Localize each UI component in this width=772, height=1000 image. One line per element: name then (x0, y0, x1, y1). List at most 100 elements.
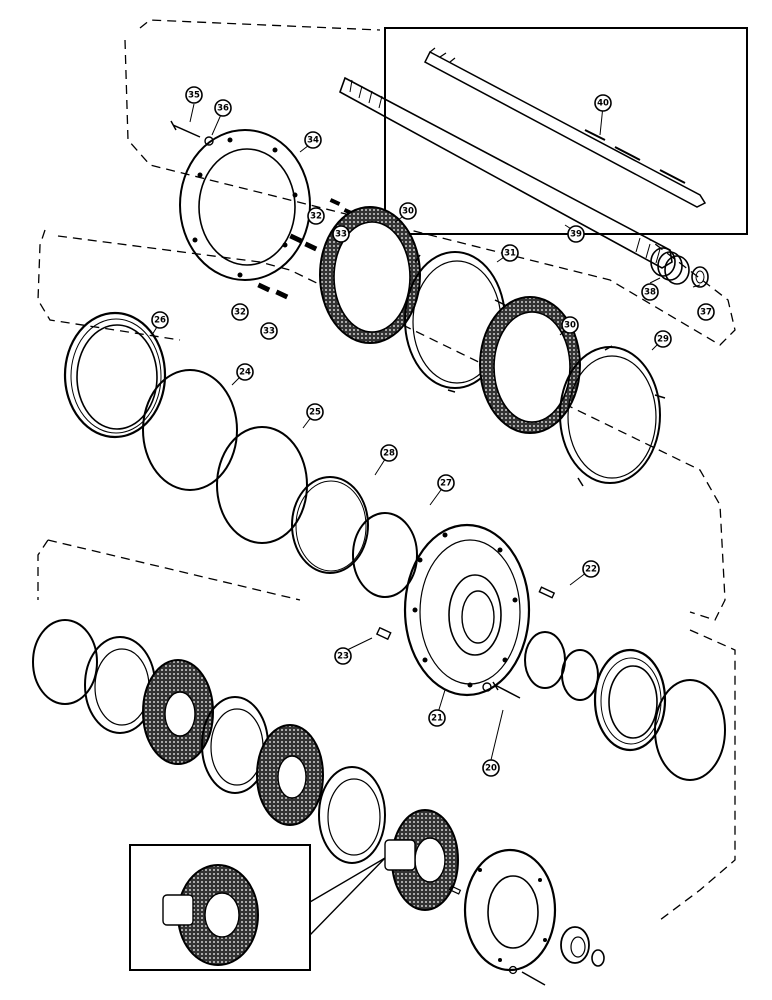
callout-label: 26 (154, 316, 166, 326)
shaft-40 (424, 47, 707, 208)
callout-33: 33 (260, 322, 278, 340)
callout-circle (214, 99, 232, 117)
snap-ring-bottom (591, 949, 605, 967)
callout-circle (437, 474, 455, 492)
callout-circle (306, 403, 324, 421)
steel-plate-bottom-3 (318, 766, 386, 864)
callout-label: 29 (657, 335, 669, 345)
callout-circle (332, 225, 350, 243)
hub-friction-disc-bottom (384, 809, 459, 911)
callout-circle (501, 244, 519, 262)
callout-20: 20 (482, 759, 500, 777)
callout-circle (236, 363, 254, 381)
end-plate-bottom (463, 848, 557, 972)
callout-circle (231, 303, 249, 321)
callout-circle (380, 444, 398, 462)
callout-32: 32 (231, 303, 249, 321)
callout-33: 33 (332, 225, 350, 243)
callout-circle (399, 202, 417, 220)
seal-ring-24 (142, 369, 238, 491)
callout-28: 28 (380, 444, 398, 462)
callout-26: 26 (151, 311, 169, 329)
callout-label: 21 (431, 714, 443, 724)
inset-box-shaft-40 (384, 27, 748, 235)
callout-circle (582, 560, 600, 578)
callout-30: 30 (561, 316, 579, 334)
callout-40: 40 (594, 94, 612, 112)
callout-circle (334, 647, 352, 665)
callout-circle (482, 759, 500, 777)
callout-37: 37 (697, 303, 715, 321)
pin-bottom (448, 885, 462, 895)
seal-ring-small-2 (561, 649, 599, 701)
callout-label: 36 (217, 104, 229, 114)
callout-36: 36 (214, 99, 232, 117)
callout-label: 25 (309, 408, 321, 418)
callout-circle (594, 94, 612, 112)
callouts: 2021222324252627282930303132323333343536… (151, 86, 715, 777)
friction-disc-bottom-1 (142, 659, 214, 765)
callout-circle (260, 322, 278, 340)
callout-38: 38 (641, 283, 659, 301)
callout-39: 39 (567, 225, 585, 243)
friction-disc-30-lower (479, 296, 581, 434)
bolt-20 (482, 681, 521, 699)
callout-circle (697, 303, 715, 321)
bolt-bottom (508, 965, 546, 986)
callout-label: 30 (402, 207, 414, 217)
callout-34: 34 (304, 131, 322, 149)
callout-25: 25 (306, 403, 324, 421)
seal-ring-bottom-left (32, 619, 98, 705)
callout-label: 38 (644, 288, 656, 298)
callout-circle (307, 207, 325, 225)
callout-circle (561, 316, 579, 334)
callout-circle (428, 709, 446, 727)
washer-36 (204, 136, 214, 146)
callout-label: 32 (310, 212, 322, 222)
seal-ring-28 (291, 476, 369, 574)
seal-ring-27 (352, 512, 418, 598)
callout-label: 39 (570, 230, 582, 240)
seal-ring-large-right (654, 679, 726, 781)
callout-24: 24 (236, 363, 254, 381)
spring-38 (650, 247, 690, 285)
callout-label: 24 (239, 368, 251, 378)
callout-30: 30 (399, 202, 417, 220)
friction-disc-bottom-2 (256, 724, 324, 826)
callout-label: 31 (504, 249, 516, 259)
pin-23 (375, 626, 392, 641)
callout-label: 27 (440, 479, 452, 489)
callout-label: 33 (263, 327, 275, 337)
pin-22 (538, 586, 556, 599)
callout-22: 22 (582, 560, 600, 578)
shaft-39 (339, 76, 673, 269)
callout-31: 31 (501, 244, 519, 262)
callout-circle (151, 311, 169, 329)
friction-disc-30-upper (319, 206, 421, 344)
washer-37 (691, 266, 709, 288)
callout-label: 20 (485, 764, 497, 774)
callout-label: 30 (564, 321, 576, 331)
group-boundary-bottom (37, 539, 736, 921)
seal-ring-25 (216, 426, 308, 544)
callout-label: 32 (234, 308, 246, 318)
callout-circle (304, 131, 322, 149)
callout-circle (567, 225, 585, 243)
callout-23: 23 (334, 647, 352, 665)
callout-27: 27 (437, 474, 455, 492)
callout-label: 40 (597, 99, 609, 109)
callout-21: 21 (428, 709, 446, 727)
seal-ring-small-1 (524, 631, 566, 689)
callout-label: 28 (383, 449, 395, 459)
callout-circle (654, 330, 672, 348)
callout-29: 29 (654, 330, 672, 348)
callout-circle (641, 283, 659, 301)
callout-circle (185, 86, 203, 104)
group-boundary-top (124, 19, 736, 346)
inset-box-hub-detail (129, 844, 386, 971)
cover-plate-34 (179, 129, 311, 281)
piston-26 (63, 311, 167, 439)
callout-label: 22 (585, 565, 597, 575)
callout-label: 33 (335, 230, 347, 240)
